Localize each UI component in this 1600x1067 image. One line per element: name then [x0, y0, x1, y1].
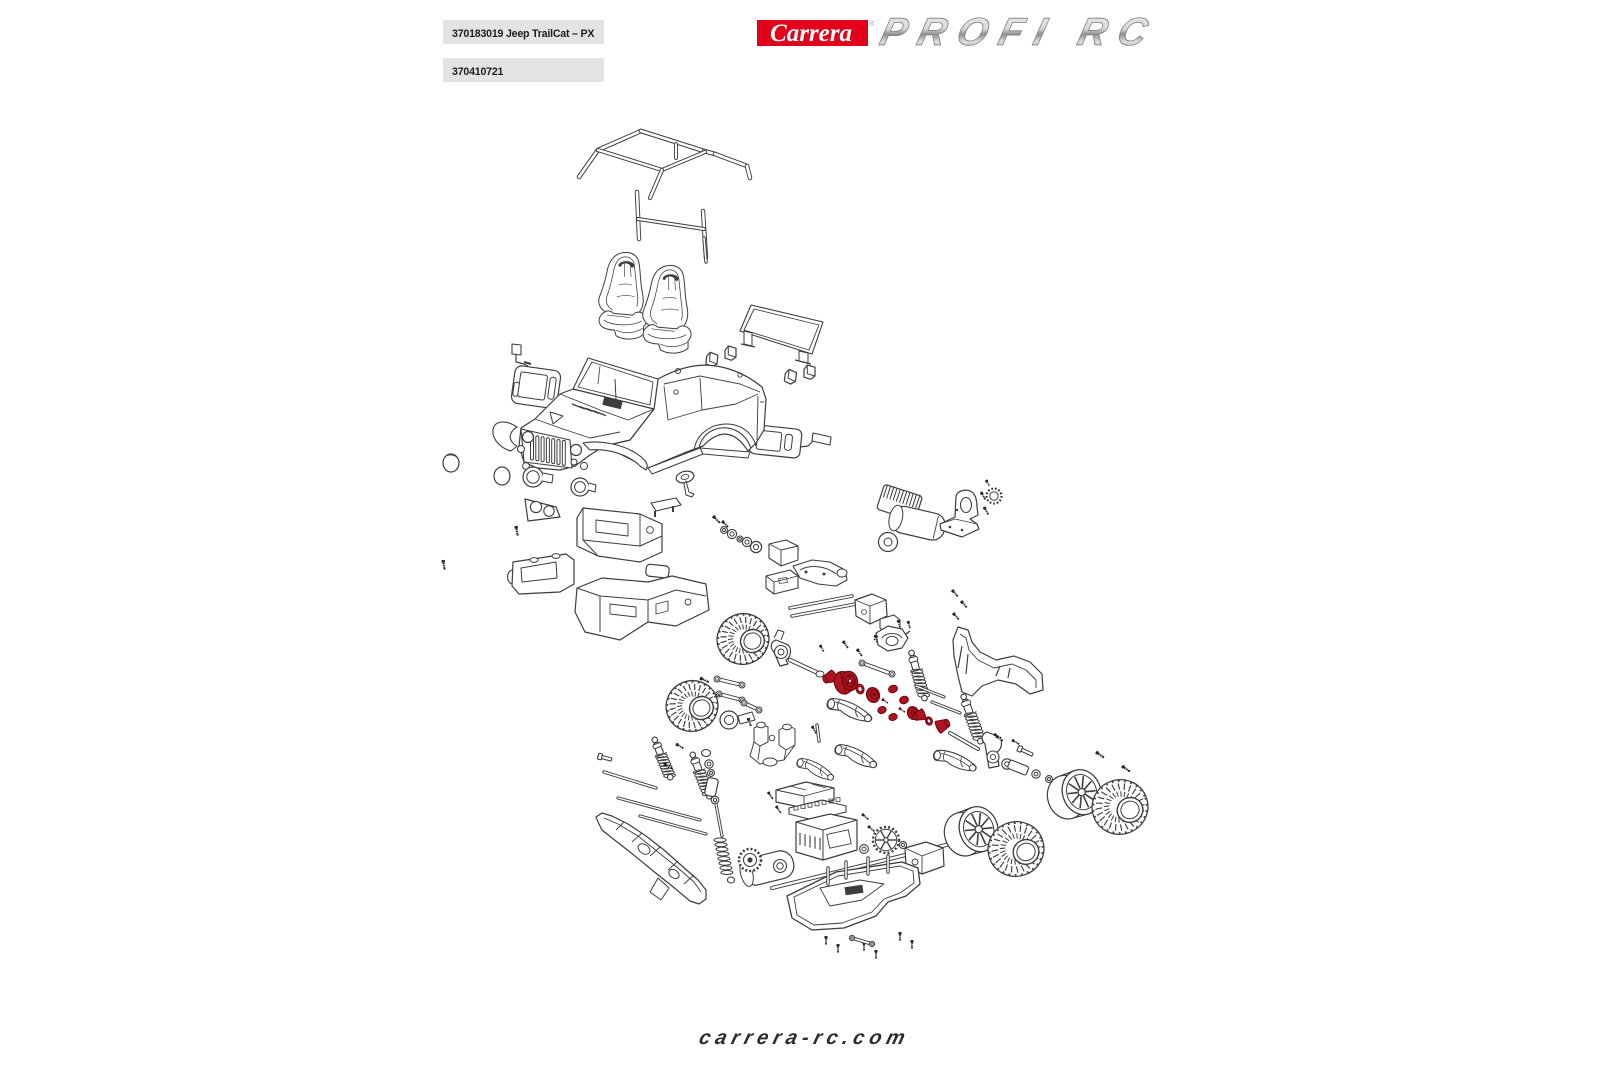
svg-text:370410721: 370410721	[452, 66, 504, 78]
svg-text:370183019 Jeep TrailCat – PX: 370183019 Jeep TrailCat – PX	[452, 28, 594, 40]
svg-text:carrera-rc.com: carrera-rc.com	[697, 1027, 912, 1049]
svg-text:®: ®	[869, 20, 875, 28]
svg-text:Carrera: Carrera	[770, 20, 852, 47]
svg-text:PROFI RC: PROFI RC	[876, 11, 1164, 54]
